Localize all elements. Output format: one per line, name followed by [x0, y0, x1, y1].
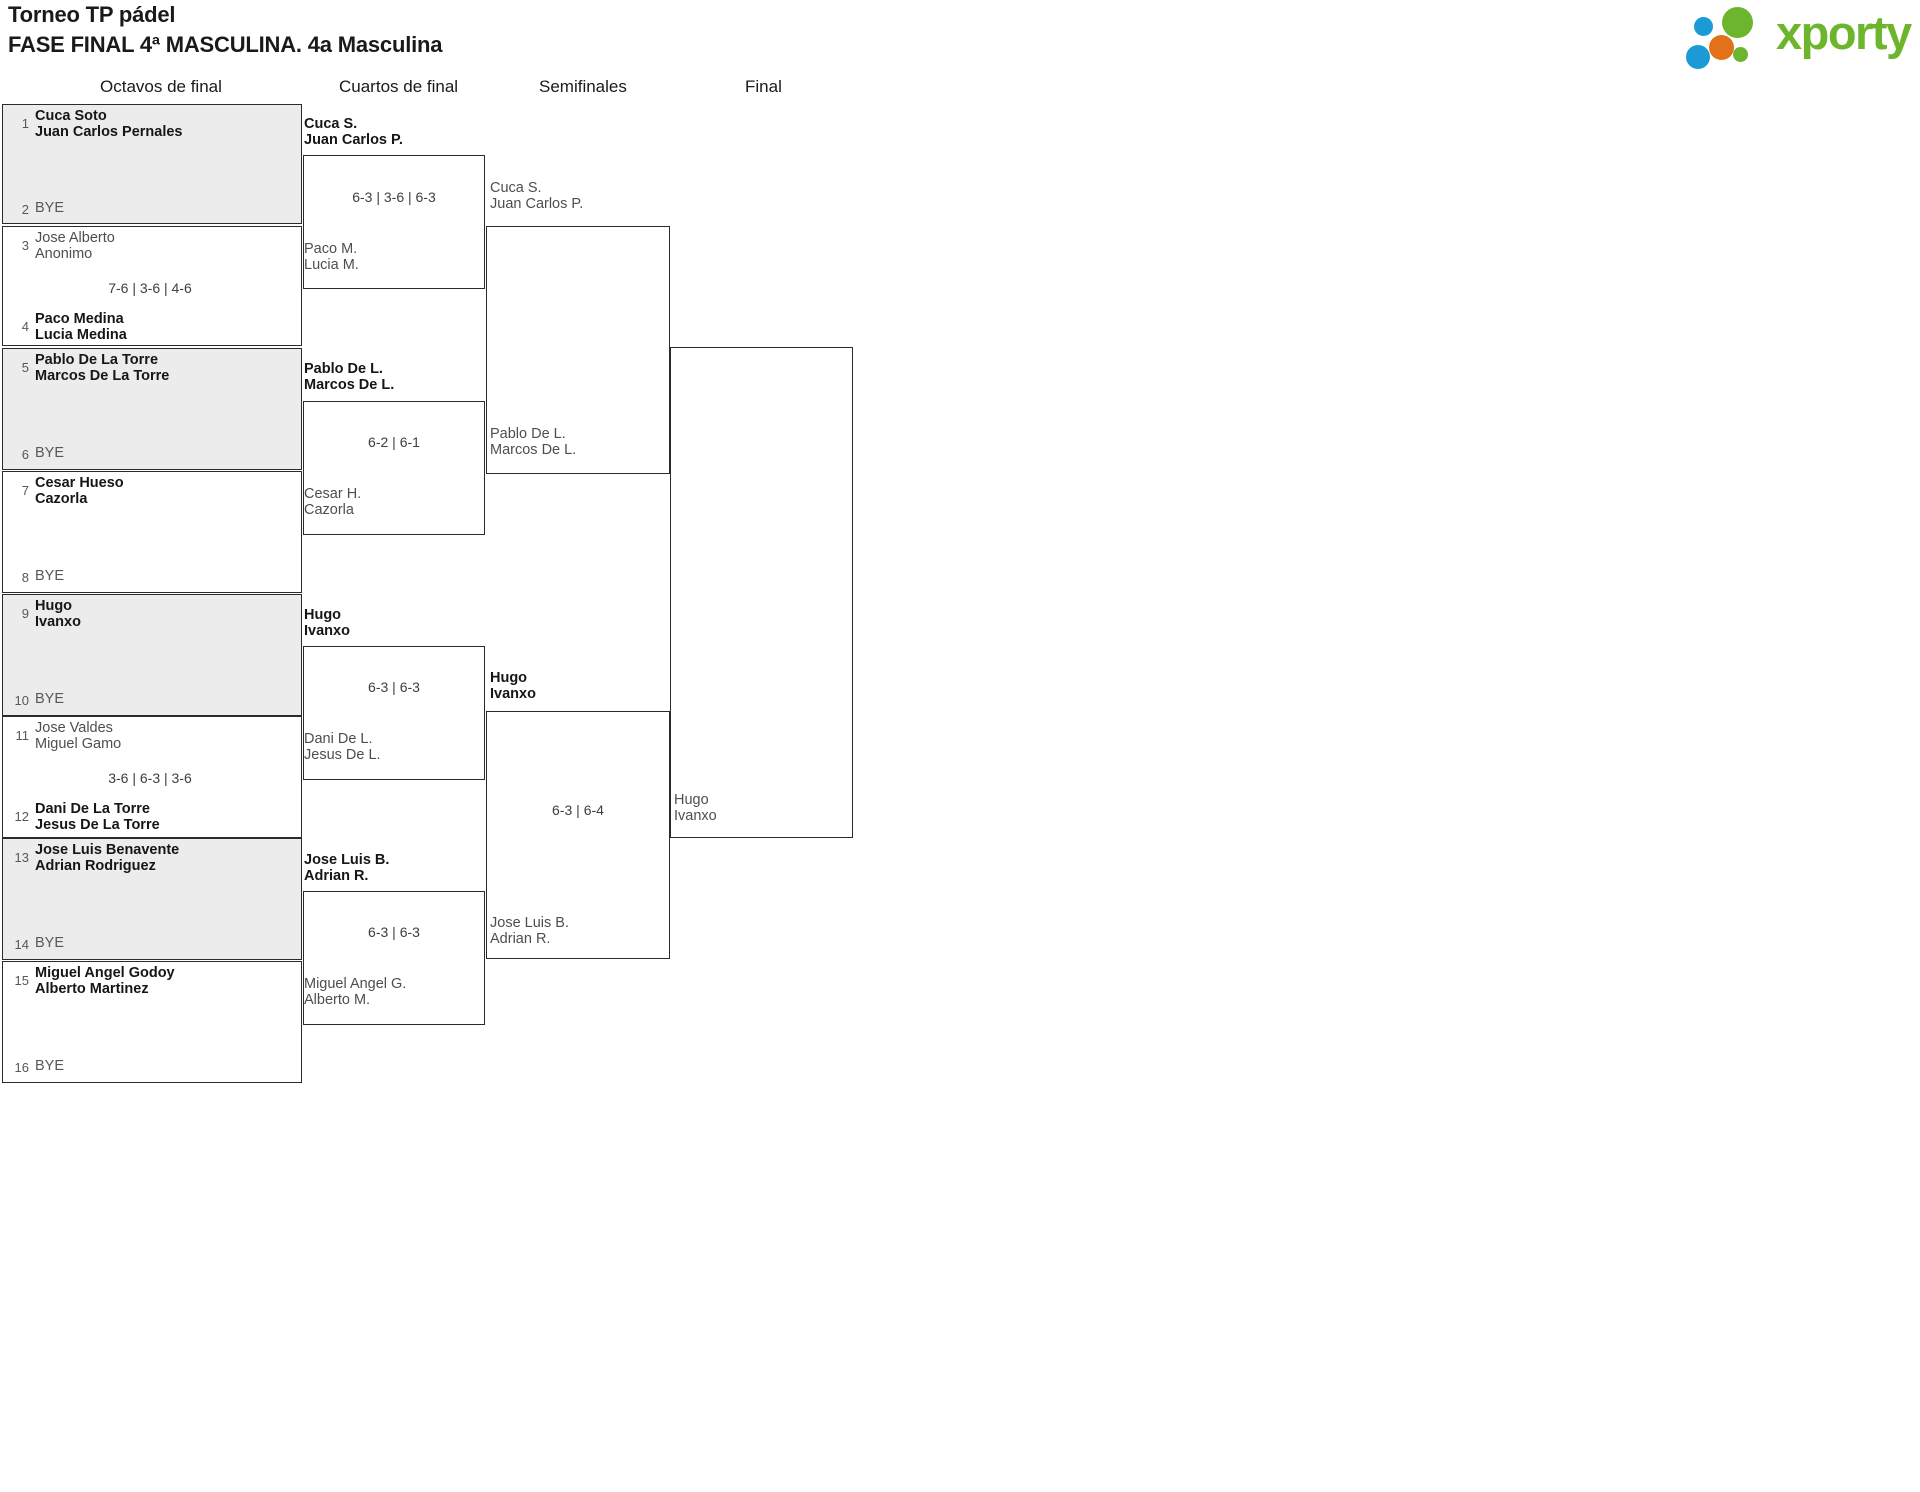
r3-top-name-2: Hugo Ivanxo [490, 670, 536, 702]
bye-label: BYE [35, 935, 65, 951]
team-names: Pablo De La Torre Marcos De La Torre [35, 352, 170, 384]
r2-match-box-3[interactable] [303, 646, 485, 780]
seed-number: 15 [14, 973, 29, 988]
r2-bottom-name-3: Dani De L. Jesus De L. [304, 731, 381, 763]
seed-number: 9 [21, 606, 29, 621]
r2-bottom-name-4: Miguel Angel G. Alberto M. [304, 976, 407, 1008]
seed-number: 12 [14, 809, 29, 824]
seed-number: 13 [14, 850, 29, 865]
r1-slot-16[interactable]: 16 BYE [3, 1051, 301, 1076]
r1-pair-7[interactable]: 13 Jose Luis Benavente Adrian Rodriguez … [2, 838, 302, 960]
r3-bottom-name-2: Jose Luis B. Adrian R. [490, 915, 569, 947]
r1-slot-3[interactable]: 3 Jose Alberto Anonimo [3, 229, 301, 262]
r1-slot-12[interactable]: 12 Dani De La Torre Jesus De La Torre [3, 800, 301, 833]
team-names: Paco Medina Lucia Medina [35, 311, 127, 343]
r3-top-name-1: Cuca S. Juan Carlos P. [490, 180, 584, 212]
r2-bottom-name-2: Cesar H. Cazorla [304, 486, 362, 518]
r3-bottom-name-1: Pablo De L. Marcos De L. [490, 426, 577, 458]
logo-dot-blue-bottom [1686, 45, 1710, 69]
r1-slot-2[interactable]: 2 BYE [3, 193, 301, 218]
r2-top-name-4: Jose Luis B. Adrian R. [304, 852, 390, 884]
round-header-octavos: Octavos de final [100, 77, 222, 96]
r1-slot-13[interactable]: 13 Jose Luis Benavente Adrian Rodriguez [3, 841, 301, 874]
r1-pair-3[interactable]: 5 Pablo De La Torre Marcos De La Torre 6… [2, 348, 302, 470]
team-names: Jose Alberto Anonimo [35, 230, 115, 262]
team-names: Dani De La Torre Jesus De La Torre [35, 801, 160, 833]
seed-number: 1 [21, 116, 29, 131]
r1-slot-9[interactable]: 9 Hugo Ivanxo [3, 597, 301, 630]
r1-pair-4[interactable]: 7 Cesar Hueso Cazorla 8 BYE [2, 471, 302, 593]
page-title: Torneo TP pádel [8, 2, 176, 27]
r2-score-4: 6-3 | 6-3 [368, 924, 420, 940]
r2-top-name-2: Pablo De L. Marcos De L. [304, 361, 395, 393]
r1-pair-6[interactable]: 11 Jose Valdes Miguel Gamo 12 Dani De La… [2, 716, 302, 838]
team-names: Hugo Ivanxo [35, 598, 81, 630]
r2-top-name-1: Cuca S. Juan Carlos P. [304, 116, 403, 148]
bye-label: BYE [35, 445, 65, 461]
seed-number: 11 [15, 728, 30, 743]
seed-number: 8 [21, 570, 29, 585]
r3-score-2: 6-3 | 6-4 [552, 802, 604, 818]
seed-number: 10 [14, 693, 29, 708]
r1-slot-8[interactable]: 8 BYE [3, 561, 301, 586]
r1-slot-1[interactable]: 1 Cuca Soto Juan Carlos Pernales [3, 107, 301, 140]
r3-match-box-2[interactable] [486, 711, 670, 959]
r2-top-name-3: Hugo Ivanxo [304, 607, 350, 639]
logo-dot-green-large [1722, 7, 1753, 38]
r1-pair-8[interactable]: 15 Miguel Angel Godoy Alberto Martinez 1… [2, 961, 302, 1083]
r2-score-1: 6-3 | 3-6 | 6-3 [352, 189, 436, 205]
team-names: Jose Valdes Miguel Gamo [35, 720, 122, 752]
seed-number: 16 [14, 1060, 29, 1075]
r2-score-3: 6-3 | 6-3 [368, 679, 420, 695]
r4-match-box-1[interactable] [670, 347, 853, 838]
r2-match-box-1[interactable] [303, 155, 485, 289]
bye-label: BYE [35, 691, 65, 707]
seed-number: 2 [21, 202, 29, 217]
r2-match-box-2[interactable] [303, 401, 485, 535]
bye-label: BYE [35, 568, 65, 584]
r1-score-6: 3-6 | 6-3 | 3-6 [108, 770, 192, 786]
r3-match-box-1[interactable] [486, 226, 670, 474]
r2-score-2: 6-2 | 6-1 [368, 434, 420, 450]
r1-slot-5[interactable]: 5 Pablo De La Torre Marcos De La Torre [3, 351, 301, 384]
team-names: Jose Luis Benavente Adrian Rodriguez [35, 842, 180, 874]
logo-wordmark: xporty [1776, 6, 1912, 59]
seed-number: 3 [21, 238, 29, 253]
r1-slot-10[interactable]: 10 BYE [3, 684, 301, 709]
logo-dot-orange [1709, 35, 1734, 60]
seed-number: 7 [21, 483, 29, 498]
round-header-final: Final [745, 77, 782, 96]
logo-dot-blue-top [1694, 17, 1713, 36]
r1-slot-11[interactable]: 11 Jose Valdes Miguel Gamo [3, 719, 301, 752]
r2-bottom-name-1: Paco M. Lucia M. [304, 241, 359, 273]
r1-slot-15[interactable]: 15 Miguel Angel Godoy Alberto Martinez [3, 964, 301, 997]
r1-slot-14[interactable]: 14 BYE [3, 928, 301, 953]
r1-slot-4[interactable]: 4 Paco Medina Lucia Medina [3, 310, 301, 343]
round-header-cuartos: Cuartos de final [339, 77, 459, 96]
logo-dot-green-small [1733, 47, 1748, 62]
team-names: Cesar Hueso Cazorla [35, 475, 124, 507]
bye-label: BYE [35, 1058, 65, 1074]
team-names: Miguel Angel Godoy Alberto Martinez [35, 965, 175, 997]
xporty-logo: xporty [1686, 5, 1912, 69]
r2-match-box-4[interactable] [303, 891, 485, 1025]
bye-label: BYE [35, 200, 65, 216]
round-header-semis: Semifinales [539, 77, 627, 96]
seed-number: 6 [21, 447, 29, 462]
r1-score-2: 7-6 | 3-6 | 4-6 [108, 280, 192, 296]
seed-number: 14 [14, 937, 29, 952]
team-names: Cuca Soto Juan Carlos Pernales [35, 108, 183, 140]
r1-pair-5[interactable]: 9 Hugo Ivanxo 10 BYE [2, 594, 302, 716]
page-subtitle: FASE FINAL 4ª MASCULINA. 4a Masculina [8, 32, 443, 57]
r1-slot-6[interactable]: 6 BYE [3, 438, 301, 463]
r1-slot-7[interactable]: 7 Cesar Hueso Cazorla [3, 474, 301, 507]
seed-number: 4 [21, 319, 29, 334]
seed-number: 5 [21, 360, 29, 375]
r4-bottom-name-1: Hugo Ivanxo [674, 792, 717, 824]
r1-pair-2[interactable]: 3 Jose Alberto Anonimo 4 Paco Medina Luc… [2, 226, 302, 346]
r1-pair-1[interactable]: 1 Cuca Soto Juan Carlos Pernales 2 BYE [2, 104, 302, 224]
